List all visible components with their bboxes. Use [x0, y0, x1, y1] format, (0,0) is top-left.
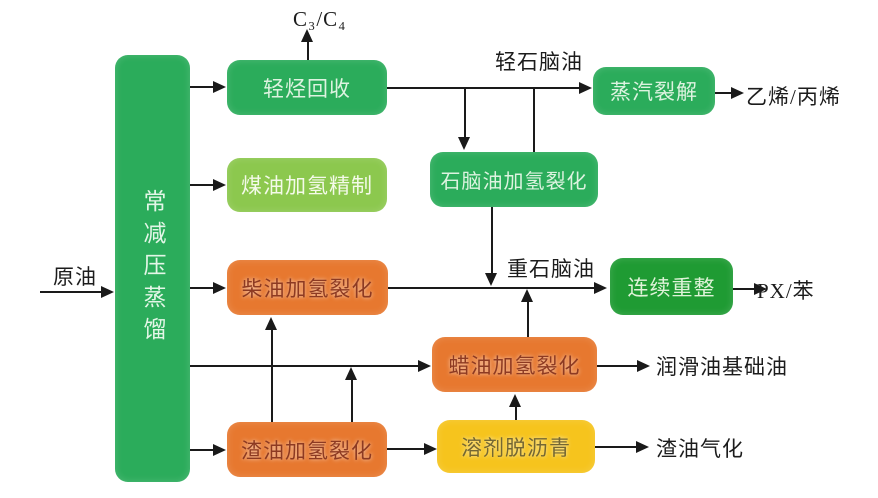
- node-label: 蒸汽裂解: [610, 80, 698, 104]
- node-label: 石脑油加氢裂化: [440, 171, 588, 193]
- edge-residue-to-diesel-arrow-icon: [265, 317, 277, 330]
- edge-residue-to-diesel-line: [271, 330, 273, 422]
- edge-solvent-to-gasification-line: [595, 446, 637, 448]
- edge-heavy-naphtha-arrow-icon: [594, 282, 607, 294]
- edge-waxoil-to-lube-line: [597, 365, 638, 367]
- edge-steamcracking-to-olefins-line: [715, 92, 732, 94]
- edge-waxoil-to-lube-arrow-icon: [637, 360, 650, 372]
- edge-dist-to-waxoil-arrow-icon: [418, 360, 431, 372]
- edge-lighthc-to-c3c4-line: [307, 42, 309, 60]
- edge-naphtha-up-join-line: [533, 88, 535, 152]
- label-lube-base-oil: 润滑油基础油: [656, 355, 788, 379]
- edge-waxoil-up-line: [527, 302, 529, 337]
- edge-crude-feed-line: [40, 291, 102, 293]
- edge-solvent-to-gasification-arrow-icon: [636, 441, 649, 453]
- node-label: 连续重整: [627, 275, 716, 300]
- node-label: 柴油加氢裂化: [241, 276, 374, 301]
- edge-dist-to-diesel-line: [190, 287, 214, 289]
- node-label: 轻烃回收: [263, 76, 351, 101]
- edge-residue-to-solvent-line: [387, 448, 425, 450]
- edge-naphtha-down-arrow-icon: [485, 273, 497, 286]
- edge-dist-to-residue-arrow-icon: [213, 444, 226, 456]
- edge-dist-to-kerosene-arrow-icon: [213, 179, 226, 191]
- label-ethylene-propylene: 乙烯/丙烯: [746, 85, 841, 109]
- node-continuous-reforming: 连续重整: [610, 258, 733, 315]
- edge-naphtha-down-line: [491, 207, 493, 273]
- edge-lighthc-to-steamcracking-line: [387, 87, 580, 89]
- node-atmospheric-vacuum-distillation: 常减压蒸馏: [115, 55, 190, 482]
- node-light-hydrocarbon-recovery: 轻烃回收: [227, 60, 387, 115]
- label-crude-oil: 原油: [53, 265, 97, 289]
- edge-branch-to-naphtha-arrow-icon: [458, 137, 470, 150]
- edge-waxoil-up-arrow-icon: [521, 289, 533, 302]
- node-label: 蜡油加氢裂化: [448, 353, 581, 378]
- edge-dist-to-lighthc-arrow-icon: [213, 81, 226, 93]
- edge-lighthc-to-steamcracking-arrow-icon: [579, 82, 592, 94]
- edge-dist-to-residue-line: [190, 449, 214, 451]
- node-naphtha-hydrocracking: 石脑油加氢裂化: [430, 152, 598, 207]
- edge-steamcracking-to-olefins-arrow-icon: [731, 87, 744, 99]
- edge-residue-to-waxoil-line: [351, 380, 353, 422]
- label-residue-gasification: 渣油气化: [656, 437, 744, 461]
- edge-dist-to-lighthc-line: [190, 86, 214, 88]
- edge-crude-feed-arrow-icon: [101, 286, 114, 298]
- node-diesel-hydrocracking: 柴油加氢裂化: [227, 260, 388, 315]
- edge-reforming-to-px-arrow-icon: [754, 283, 767, 295]
- edge-solvent-to-waxoil-line: [515, 407, 517, 420]
- node-label: 煤油加氢精制: [241, 174, 373, 198]
- edge-heavy-naphtha-line: [388, 287, 595, 289]
- edge-dist-to-diesel-arrow-icon: [213, 282, 226, 294]
- edge-lighthc-to-c3c4-arrow-icon: [301, 29, 313, 42]
- edge-reforming-to-px-line: [733, 288, 755, 290]
- node-solvent-deasphalting: 溶剂脱沥青: [437, 420, 595, 473]
- label-heavy-naphtha: 重石脑油: [507, 257, 595, 281]
- node-kerosene-hydrotreating: 煤油加氢精制: [227, 158, 387, 212]
- edge-dist-to-kerosene-line: [190, 184, 214, 186]
- edge-solvent-to-waxoil-arrow-icon: [509, 394, 521, 407]
- label-c3-c4: C₃/C₄: [293, 7, 347, 31]
- edge-residue-to-solvent-arrow-icon: [424, 443, 437, 455]
- node-label: 常减压蒸馏: [140, 188, 165, 349]
- node-label: 溶剂脱沥青: [461, 435, 571, 460]
- edge-dist-to-waxoil-line: [190, 365, 419, 367]
- node-wax-oil-hydrocracking: 蜡油加氢裂化: [432, 337, 597, 392]
- node-residue-hydrocracking: 渣油加氢裂化: [227, 422, 387, 477]
- node-label: 渣油加氢裂化: [241, 438, 373, 463]
- node-steam-cracking: 蒸汽裂解: [593, 67, 715, 115]
- edge-residue-to-waxoil-arrow-icon: [345, 367, 357, 380]
- label-light-naphtha: 轻石脑油: [495, 50, 583, 74]
- edge-branch-to-naphtha-line: [464, 88, 466, 137]
